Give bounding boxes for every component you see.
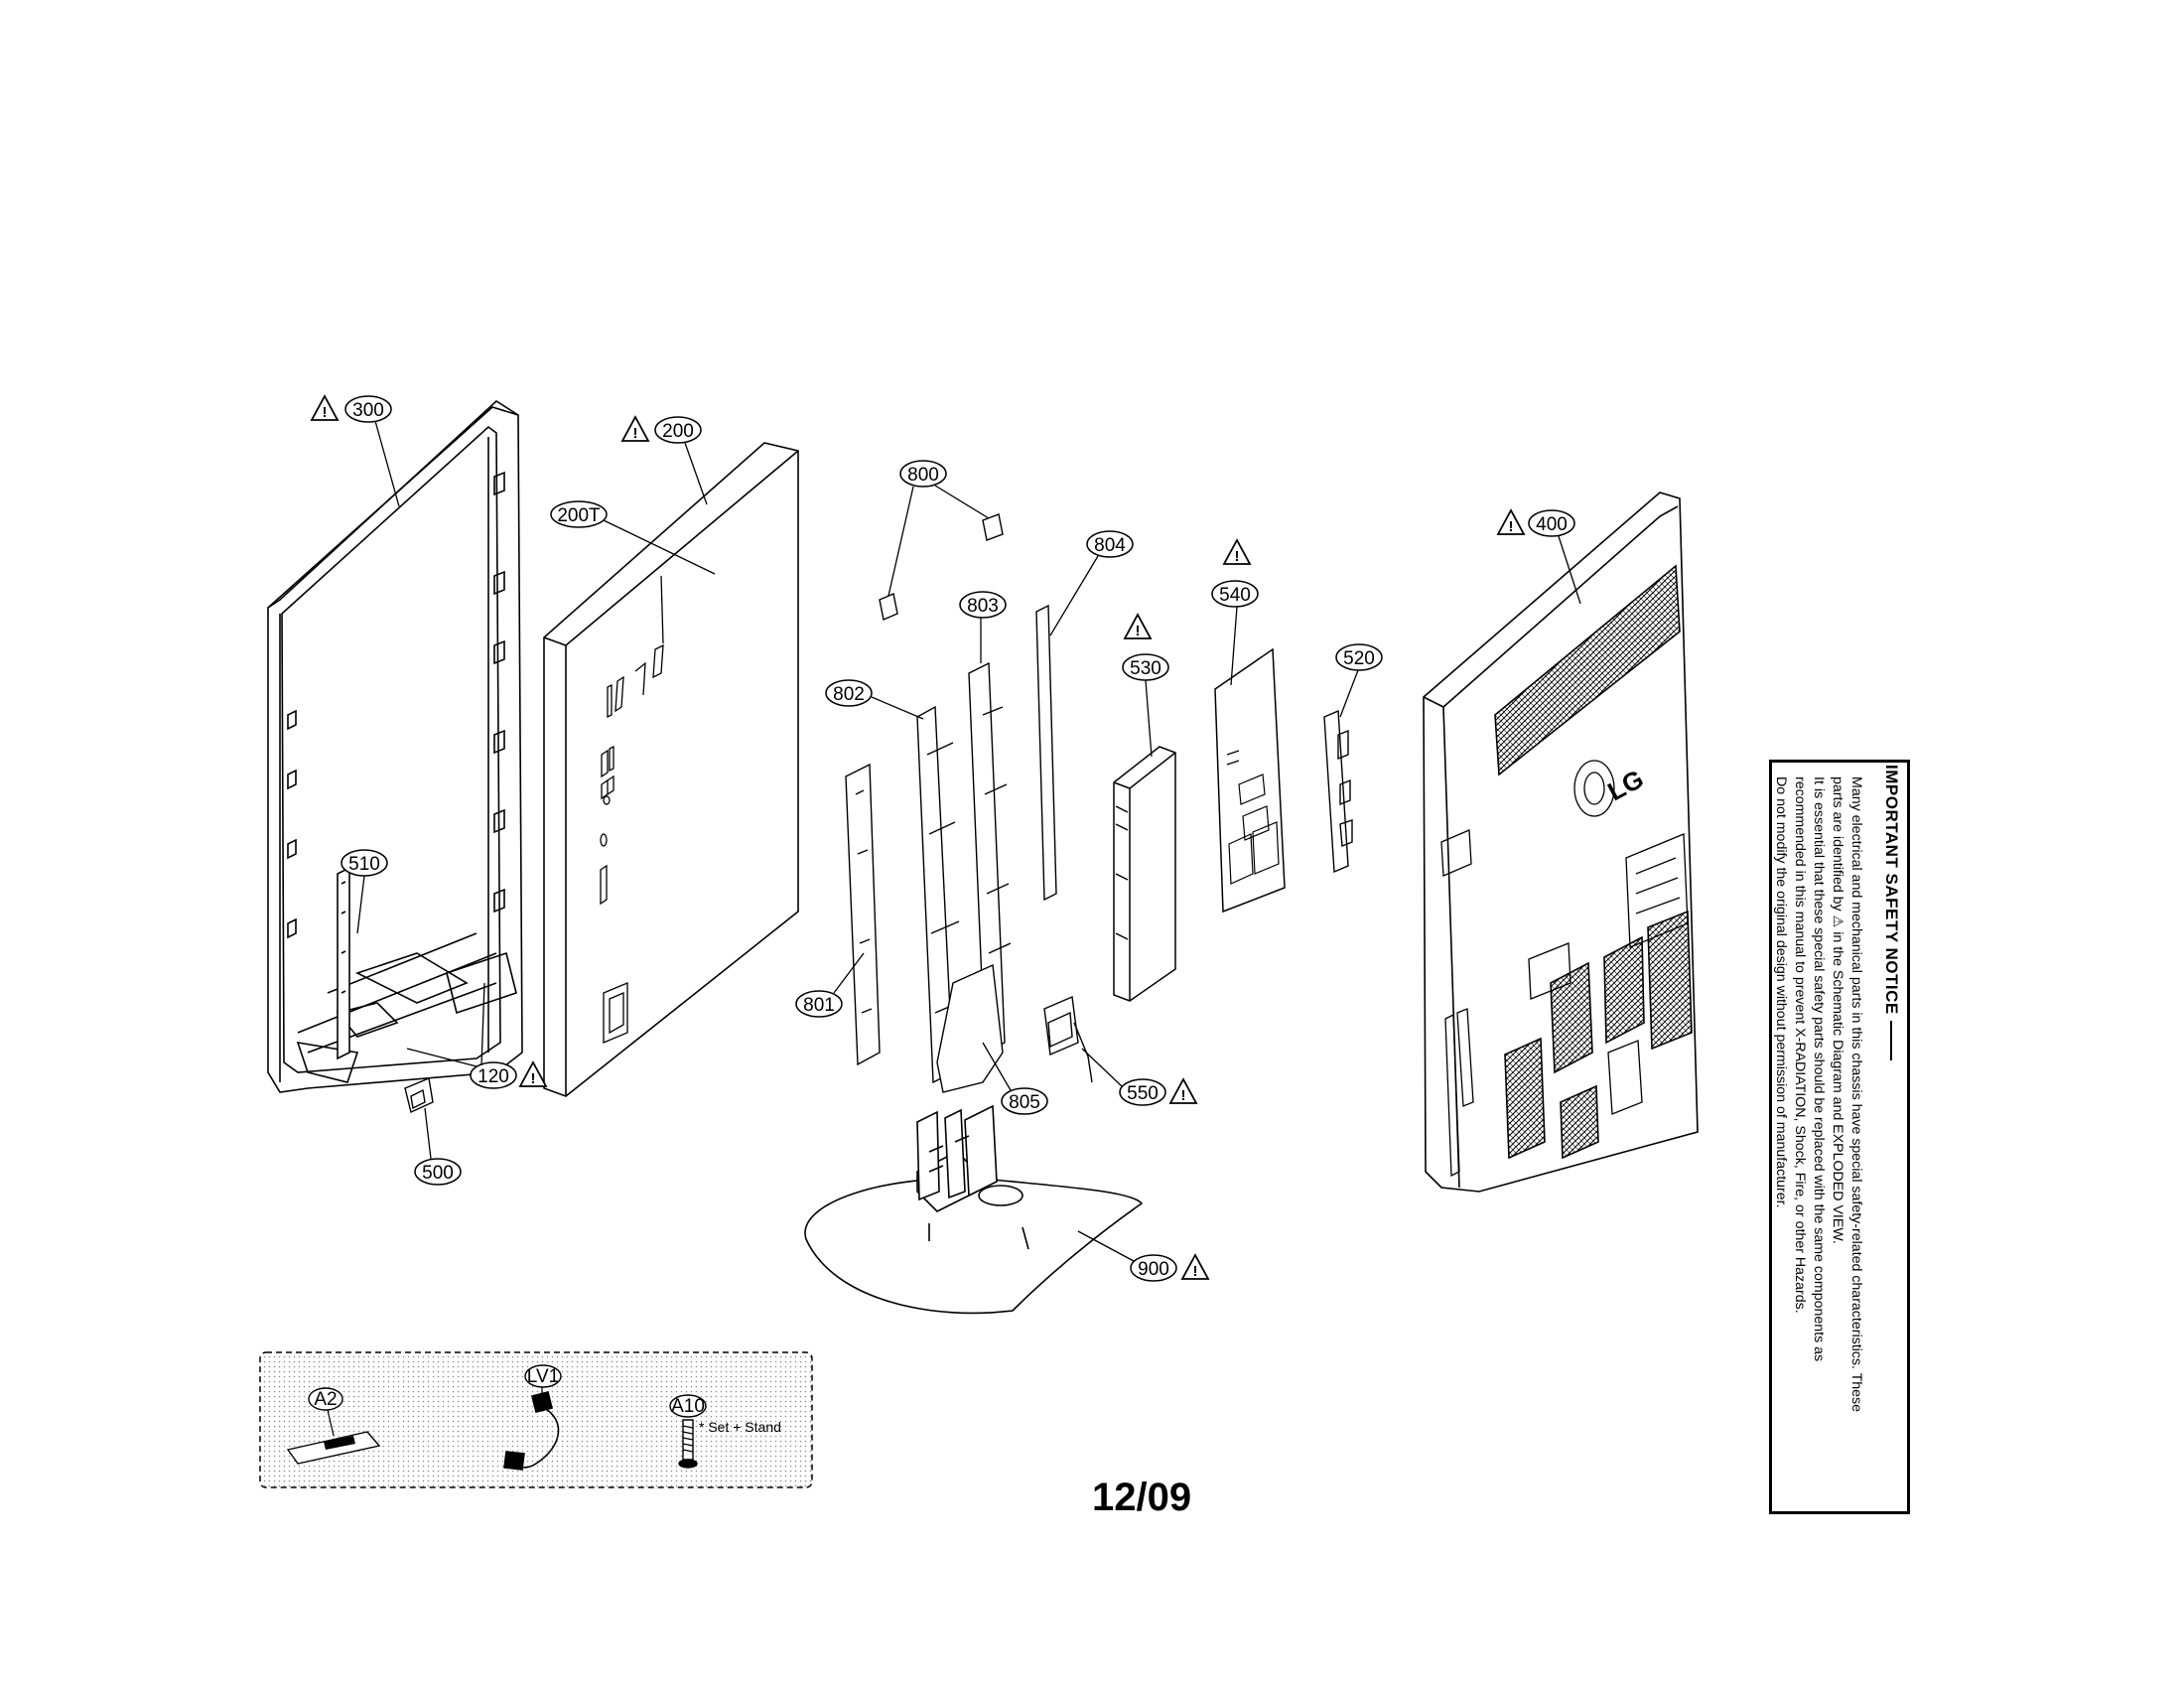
notice-line-5: Do not modify the original design withou…: [1773, 776, 1789, 1208]
notice-line-1: Many electrical and mechanical parts in …: [1848, 776, 1864, 1413]
back-cover-400: [1423, 492, 1699, 1193]
callout-530-label: 530: [1130, 658, 1161, 679]
callout-801: 801: [795, 952, 865, 1018]
callout-520-label: 520: [1343, 648, 1375, 669]
callout-800-label: 800: [907, 465, 939, 486]
warning-icon: [1223, 539, 1251, 566]
warning-icon: [621, 416, 649, 443]
front-bezel-300: [267, 399, 523, 1093]
callout-540: 540: [1211, 539, 1259, 686]
main-board-540: [1214, 647, 1286, 914]
callout-120: 120: [406, 982, 547, 1089]
callout-804-label: 804: [1094, 535, 1126, 556]
callout-300-label: 300: [352, 400, 384, 421]
safety-notice-box: IMPORTANT SAFETY NOTICE Many electrical …: [1769, 760, 1910, 1514]
warning-icon: [1181, 1254, 1209, 1281]
callout-400: 400: [1497, 509, 1581, 605]
bracket-800: [879, 513, 1004, 621]
warning-icon: [519, 1061, 547, 1088]
callout-LV1-label: LV1: [527, 1366, 559, 1387]
notice-line-4: recommended in this manual to prevent X-…: [1792, 776, 1808, 1314]
callout-LV1: LV1: [524, 1364, 562, 1394]
callout-900: 900: [1077, 1230, 1209, 1282]
callout-803: 803: [959, 591, 1007, 663]
callout-A10-label: A10: [671, 1396, 705, 1417]
callout-550-label: 550: [1127, 1083, 1159, 1104]
callout-400-label: 400: [1536, 514, 1568, 535]
cable-lv1: [503, 1391, 560, 1471]
bracket-801: [845, 763, 881, 1066]
callout-200: 200: [621, 416, 708, 505]
callout-550: 550: [1081, 1048, 1197, 1106]
callout-802: 802: [825, 679, 924, 720]
accessory-note: * Set + Stand: [699, 1419, 781, 1435]
callout-801-label: 801: [803, 995, 835, 1016]
callout-530: 530: [1122, 614, 1169, 758]
callout-520: 520: [1335, 643, 1383, 718]
power-module-530: [1113, 746, 1176, 1002]
callout-500-label: 500: [422, 1163, 454, 1184]
remote-a2: [286, 1431, 381, 1465]
inlet-550: [1043, 995, 1093, 1083]
callout-200T: 200T: [550, 500, 716, 644]
callout-120-label: 120: [478, 1066, 509, 1087]
screw-a10: [678, 1419, 698, 1469]
notice-line-3: It is essential that these special safet…: [1811, 776, 1827, 1362]
warning-icon: [311, 395, 339, 422]
stand-900: [804, 1104, 1144, 1315]
part-500: [404, 1077, 434, 1113]
accessory-box: A2 LV1 A10 * Set + Stand: [259, 1351, 813, 1488]
safety-notice-title-text: IMPORTANT SAFETY NOTICE: [1882, 765, 1901, 1015]
callout-900-label: 900: [1138, 1259, 1169, 1280]
callout-800: 800: [887, 460, 990, 597]
callout-540-label: 540: [1219, 585, 1251, 606]
warning-icon: [1124, 614, 1152, 640]
callout-200T-label: 200T: [557, 505, 601, 526]
title-rule: [1890, 1020, 1892, 1060]
notice-line-2: parts are identified by ⚠ in the Schemat…: [1830, 776, 1845, 1244]
callout-803-label: 803: [967, 596, 999, 617]
safety-notice-title: IMPORTANT SAFETY NOTICE: [1881, 765, 1901, 1511]
callout-200-label: 200: [662, 421, 694, 442]
callout-510-label: 510: [348, 854, 380, 875]
callout-500: 500: [414, 1107, 462, 1186]
callout-804: 804: [1049, 530, 1134, 636]
callout-510: 510: [341, 849, 388, 934]
callout-805: 805: [982, 1042, 1048, 1115]
warning-icon: [1169, 1078, 1197, 1105]
callout-A10: A10: [669, 1394, 707, 1418]
bracket-804: [1035, 604, 1057, 902]
warning-icon: [1497, 509, 1525, 536]
lcd-module-200: [543, 442, 799, 1097]
callout-805-label: 805: [1009, 1092, 1040, 1113]
bracket-520: [1323, 709, 1353, 874]
callout-A2: A2: [308, 1387, 343, 1437]
callout-802-label: 802: [833, 684, 865, 705]
callout-A2-label: A2: [314, 1389, 337, 1410]
safety-notice-body: Many electrical and mechanical parts in …: [1771, 765, 1865, 1511]
page-number: 12/09: [1092, 1476, 1192, 1519]
callout-300: 300: [311, 395, 400, 507]
bracket-803: [936, 661, 1012, 1093]
safety-notice-content: IMPORTANT SAFETY NOTICE Many electrical …: [1771, 765, 1907, 1511]
